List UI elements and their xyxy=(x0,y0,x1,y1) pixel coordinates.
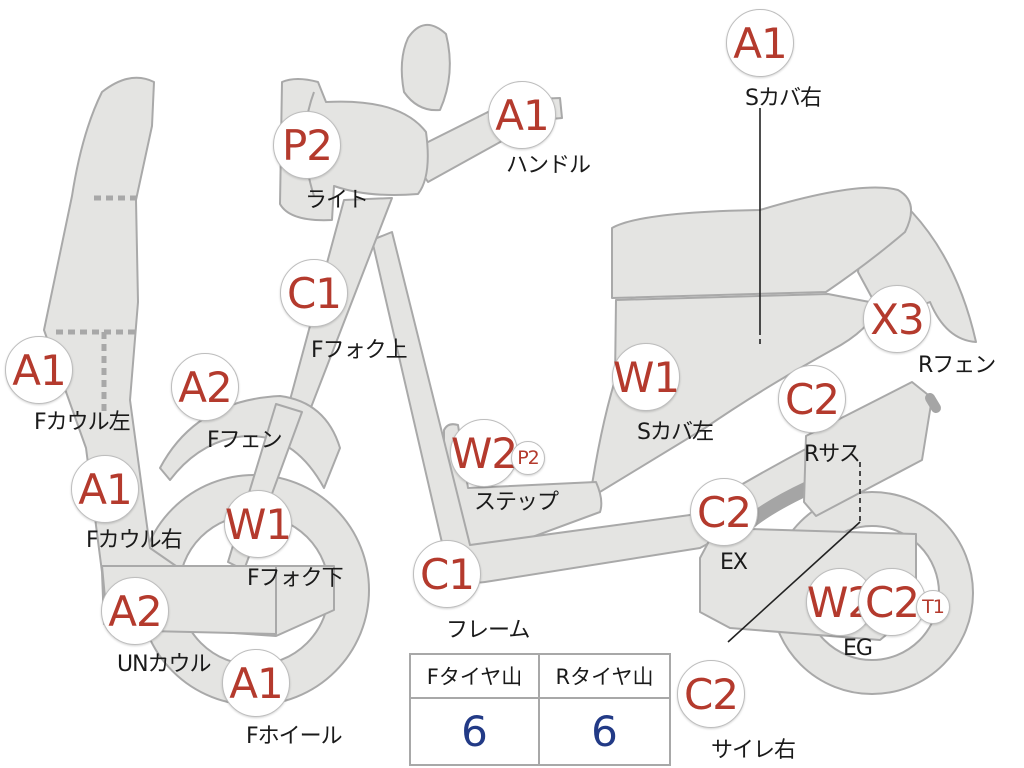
f-cowl-left-label: Fカウル左 xyxy=(34,410,131,435)
f-wheel-code-badge: A1 xyxy=(222,649,290,717)
r-suspension-label: Rサス xyxy=(804,442,861,467)
rear-tire-tread-header: Rタイヤ山 xyxy=(540,655,669,699)
rear-tire-tread-value: 6 xyxy=(591,707,618,756)
frame-label: フレーム xyxy=(446,618,530,643)
muffler-right-label: サイレ右 xyxy=(711,738,796,763)
muffler-right-code-badge: C2 xyxy=(677,660,745,728)
engine-code2-badge: C2 xyxy=(858,568,926,636)
un-cowl-code-badge: A2 xyxy=(101,577,169,645)
light-code-badge: P2 xyxy=(273,111,341,179)
f-fork-lower-label: Fフォク下 xyxy=(247,566,344,591)
step-code2-badge: P2 xyxy=(511,441,545,475)
f-fork-lower-code-badge: W1 xyxy=(224,490,292,558)
f-fork-upper-code-badge: C1 xyxy=(280,259,348,327)
s-cover-left-label: Sカバ左 xyxy=(637,420,714,445)
frame-code-badge: C1 xyxy=(413,540,481,608)
f-cowl-right-label: Fカウル右 xyxy=(86,528,183,553)
tire-tread-table: Fタイヤ山 Rタイヤ山 6 6 xyxy=(409,653,671,766)
handle-code-badge: A1 xyxy=(488,81,556,149)
s-cover-right-label: Sカバ右 xyxy=(745,86,822,111)
step-label: ステップ xyxy=(474,490,559,515)
front-tire-tread-header: Fタイヤ山 xyxy=(411,655,540,699)
handle-label: ハンドル xyxy=(506,153,591,178)
step-board xyxy=(443,423,603,561)
seat-shape xyxy=(611,186,913,299)
f-fork-upper-label: Fフォク上 xyxy=(311,338,408,363)
front-tire-tread-value: 6 xyxy=(411,699,540,764)
leader-muffler xyxy=(727,521,861,643)
f-cowl-left-code-badge: A1 xyxy=(5,336,73,404)
engine-label: EG xyxy=(843,636,873,661)
f-fender-label: Fフェン xyxy=(207,428,283,453)
light-label: ライト xyxy=(305,188,369,213)
step-code-badge: W2 xyxy=(450,419,518,487)
s-cover-right-code-badge: A1 xyxy=(726,9,794,77)
rear-suspension-arm xyxy=(925,393,941,413)
f-wheel-label: Fホイール xyxy=(246,724,343,749)
windscreen-shape xyxy=(400,24,451,112)
exhaust-code-badge: C2 xyxy=(690,478,758,546)
rear-suspension-shape xyxy=(803,381,933,517)
exhaust-label: EX xyxy=(720,550,748,575)
r-suspension-code-badge: C2 xyxy=(778,365,846,433)
f-cowl-right-code-badge: A1 xyxy=(71,455,139,523)
r-fender-label: Rフェン xyxy=(918,353,996,378)
r-fender-code-badge: X3 xyxy=(863,285,931,353)
f-fender-code-badge: A2 xyxy=(171,353,239,421)
engine-code3-badge: T1 xyxy=(916,590,950,624)
s-cover-left-code-badge: W1 xyxy=(612,343,680,411)
un-cowl-label: UNカウル xyxy=(117,652,212,677)
